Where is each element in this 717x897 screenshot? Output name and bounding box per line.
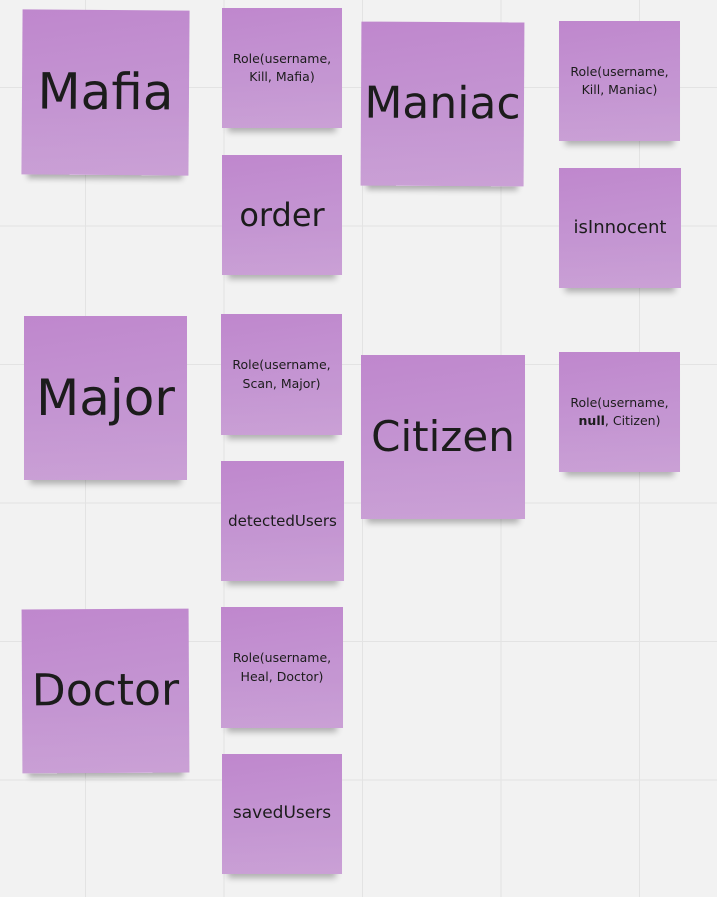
note-text-line: null, Citizen) <box>570 412 668 430</box>
sticky-note-order[interactable]: order <box>222 155 342 275</box>
note-text: order <box>239 196 325 234</box>
note-text-line: Role(username, <box>570 63 669 79</box>
note-text: Role(username, null, Citizen) <box>570 394 668 430</box>
note-text: Role(username, Kill, Mafia) <box>233 50 331 86</box>
note-text: Maniac <box>364 77 521 130</box>
note-text-line: Role(username, <box>570 394 669 410</box>
sticky-note-role-major[interactable]: Role(username, Scan, Major) <box>221 314 342 435</box>
note-text: Role(username, Scan, Major) <box>232 356 330 392</box>
sticky-note-saved-users[interactable]: savedUsers <box>222 754 342 874</box>
note-text: Role(username, Heal, Doctor) <box>233 649 331 685</box>
note-text: Major <box>36 368 175 427</box>
sticky-note-mafia[interactable]: Mafia <box>21 9 190 176</box>
note-text: Role(username, Kill, Maniac) <box>570 63 668 99</box>
note-text: savedUsers <box>232 803 332 824</box>
note-text-line: Role(username, <box>232 650 332 666</box>
note-text: detectedUsers <box>228 511 337 530</box>
note-text-rest: , Citizen) <box>604 413 661 428</box>
sticky-note-citizen[interactable]: Citizen <box>361 355 525 519</box>
note-text-line: Kill, Mafia) <box>249 69 315 84</box>
sticky-note-detected-users[interactable]: detectedUsers <box>221 461 344 581</box>
note-text: Mafia <box>37 62 174 122</box>
sticky-note-doctor[interactable]: Doctor <box>21 608 190 774</box>
note-text-line: Kill, Maniac) <box>581 82 658 97</box>
note-text: Doctor <box>31 664 180 717</box>
note-text-bold: null <box>578 413 605 428</box>
sticky-note-role-mafia[interactable]: Role(username, Kill, Mafia) <box>222 8 342 128</box>
sticky-note-role-citizen[interactable]: Role(username, null, Citizen) <box>559 352 680 472</box>
sticky-note-maniac[interactable]: Maniac <box>360 21 525 187</box>
note-text-line: Scan, Major) <box>242 375 321 391</box>
note-text: Citizen <box>371 411 515 461</box>
sticky-note-isinnocent[interactable]: isInnocent <box>559 168 681 288</box>
sticky-note-role-maniac[interactable]: Role(username, Kill, Maniac) <box>559 21 680 141</box>
note-text: isInnocent <box>573 216 667 238</box>
sticky-note-major[interactable]: Major <box>24 316 187 480</box>
note-text-line: Role(username, <box>232 357 331 373</box>
note-text-line: Role(username, <box>232 50 332 66</box>
note-text-line: Heal, Doctor) <box>240 668 324 684</box>
sticky-note-role-doctor[interactable]: Role(username, Heal, Doctor) <box>221 607 343 728</box>
